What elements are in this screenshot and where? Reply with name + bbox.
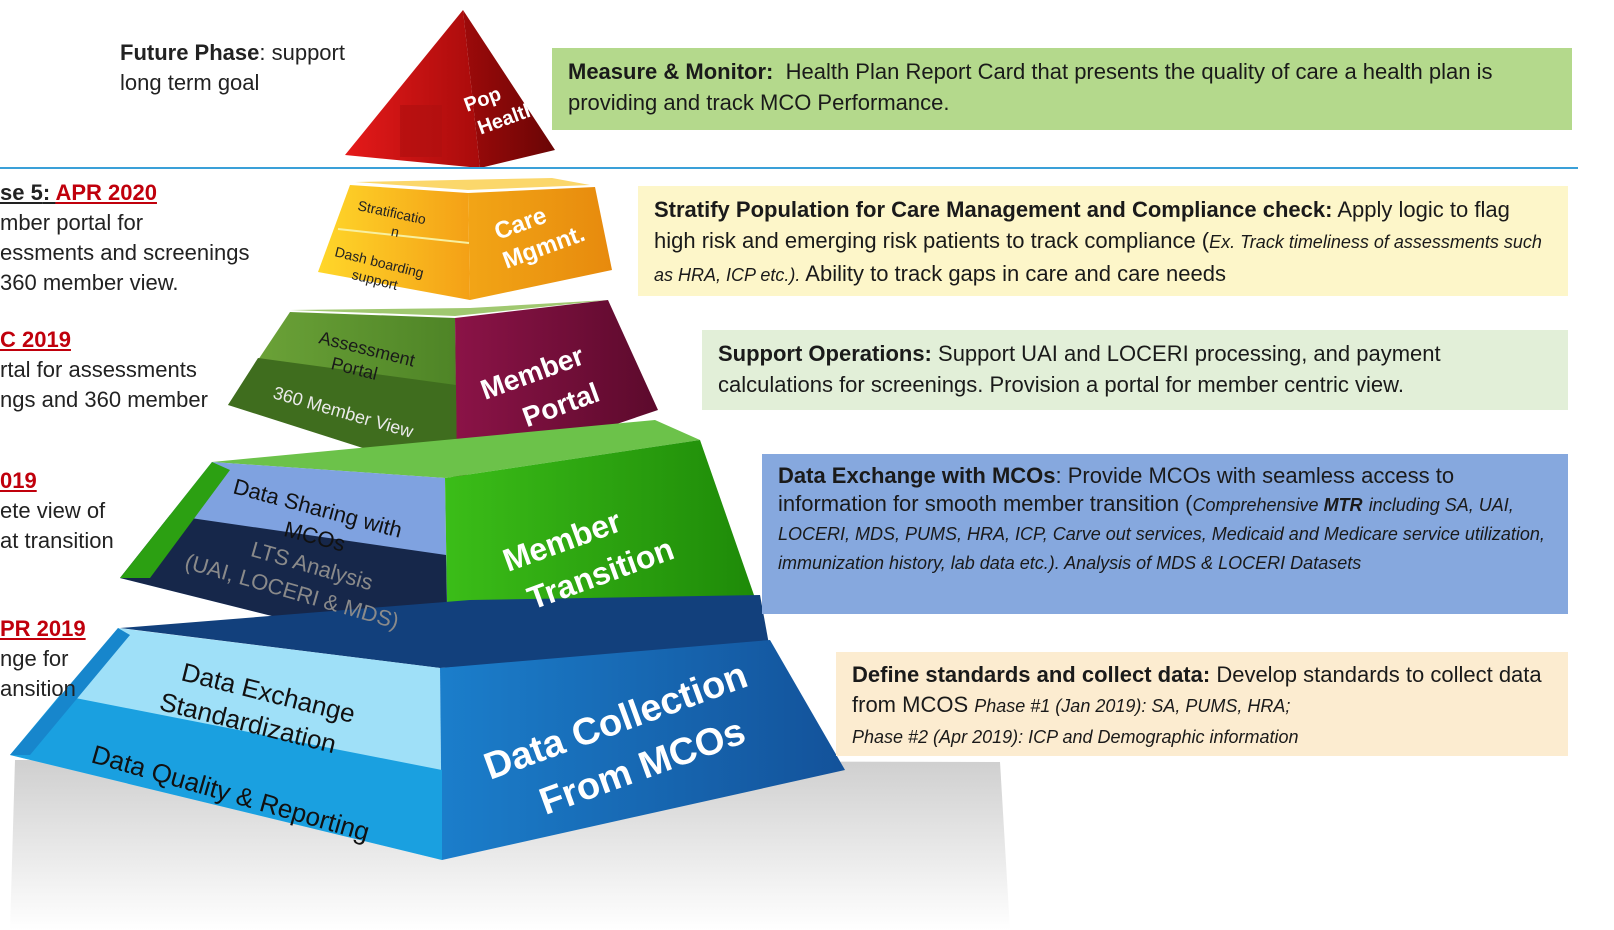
define-text: Develop standards to collect data from M…: [852, 662, 1542, 717]
exchange-title: Data Exchange with MCOs: [778, 463, 1056, 488]
member-portal-top: [290, 300, 608, 316]
exchange-text: : Provide MCOs with seamless access to i…: [778, 463, 1455, 516]
phase-5-line-3: 360 member view.: [0, 270, 179, 295]
future-phase-title: Future Phase: [120, 40, 260, 65]
care-mgmnt-divider: [337, 228, 470, 244]
member-transition-top: [212, 420, 700, 478]
phase-3-date: 019: [0, 468, 37, 493]
exchange-italic-1: Comprehensive: [1192, 495, 1324, 515]
phase-divider-line: [0, 167, 1578, 169]
measure-text: Health Plan Report Card that presents th…: [568, 59, 1493, 115]
care-mgmnt-left-face: [318, 185, 470, 300]
measure-monitor-box: Measure & Monitor: Health Plan Report Ca…: [552, 48, 1572, 130]
pop-health-window: [400, 105, 442, 157]
future-phase-text-2: long term goal: [120, 70, 260, 95]
phase-5-date: APR 2020: [55, 180, 157, 205]
future-phase-text-1: : support: [259, 40, 345, 65]
stratify-italic: Ex. Track timeliness of assessments such…: [654, 232, 1542, 285]
stratify-text: Apply logic to flag high risk and emergi…: [654, 197, 1510, 253]
define-italic-1: Phase #1 (Jan 2019): SA, PUMS, HRA;: [974, 696, 1291, 716]
stratification-label-2: n: [390, 223, 401, 240]
support-title: Support Operations:: [718, 341, 932, 366]
phase-5-note: se 5: APR 2020 mber portal for essments …: [0, 178, 249, 298]
support-operations-box: Support Operations: Support UAI and LOCE…: [702, 330, 1568, 410]
phase-3-line-2: at transition: [0, 528, 114, 553]
pop-health-right-face: [463, 10, 555, 168]
define-standards-box: Define standards and collect data: Devel…: [836, 652, 1568, 756]
data-collection-right-face: [440, 640, 845, 860]
measure-title: Measure & Monitor:: [568, 59, 774, 84]
data-exchange-box: Data Exchange with MCOs: Provide MCOs wi…: [762, 454, 1568, 614]
phase-5-line-2: essments and screenings: [0, 240, 250, 265]
phase-4-line-1: rtal for assessments: [0, 357, 197, 382]
exchange-italic-2: including SA, UAI, LOCERI, MDS, PUMS, HR…: [778, 495, 1545, 573]
stratify-box: Stratify Population for Care Management …: [638, 186, 1568, 296]
care-mgmnt-top: [355, 178, 590, 190]
phase-4-date: C 2019: [0, 327, 71, 352]
stratification-label-1: Stratificatio: [356, 197, 427, 227]
phase-5-title: se 5: [0, 180, 43, 205]
care-mgmnt-right-face: [468, 187, 612, 300]
member-transition-green-edge: [120, 462, 230, 578]
phase-2-line-1: nge for: [0, 646, 69, 671]
phase-4-line-2: ngs and 360 member: [0, 387, 208, 412]
member-view-label: 360 Member View: [271, 383, 417, 442]
phase-3-line-1: ete view of: [0, 498, 106, 523]
data-collection-lower-left: [10, 695, 442, 860]
exchange-italic-bold: MTR: [1323, 495, 1363, 515]
phase-3-note: 019 ete view of at transition: [0, 466, 114, 556]
phase-2-date: PR 2019: [0, 616, 86, 641]
future-phase-note: Future Phase: support long term goal: [120, 38, 345, 98]
stratify-text-2: Ability to track gaps in care and care n…: [805, 261, 1226, 286]
member-portal-right-face: [455, 300, 658, 478]
support-text: Support UAI and LOCERI processing, and p…: [718, 341, 1441, 397]
define-title: Define standards and collect data:: [852, 662, 1211, 687]
stratify-title: Stratify Population for Care Management …: [654, 197, 1333, 222]
pop-health-left-face: [345, 10, 480, 168]
phase-2-line-2: ansition: [0, 676, 76, 701]
define-italic-2: Phase #2 (Apr 2019): ICP and Demographic…: [852, 727, 1299, 747]
phase-4-note: C 2019 rtal for assessments ngs and 360 …: [0, 325, 208, 415]
data-collection-left-edge: [10, 628, 130, 755]
phase-2-note: PR 2019 nge for ansition: [0, 614, 86, 704]
phase-5-line-1: mber portal for: [0, 210, 144, 235]
data-collection-top: [120, 595, 770, 668]
